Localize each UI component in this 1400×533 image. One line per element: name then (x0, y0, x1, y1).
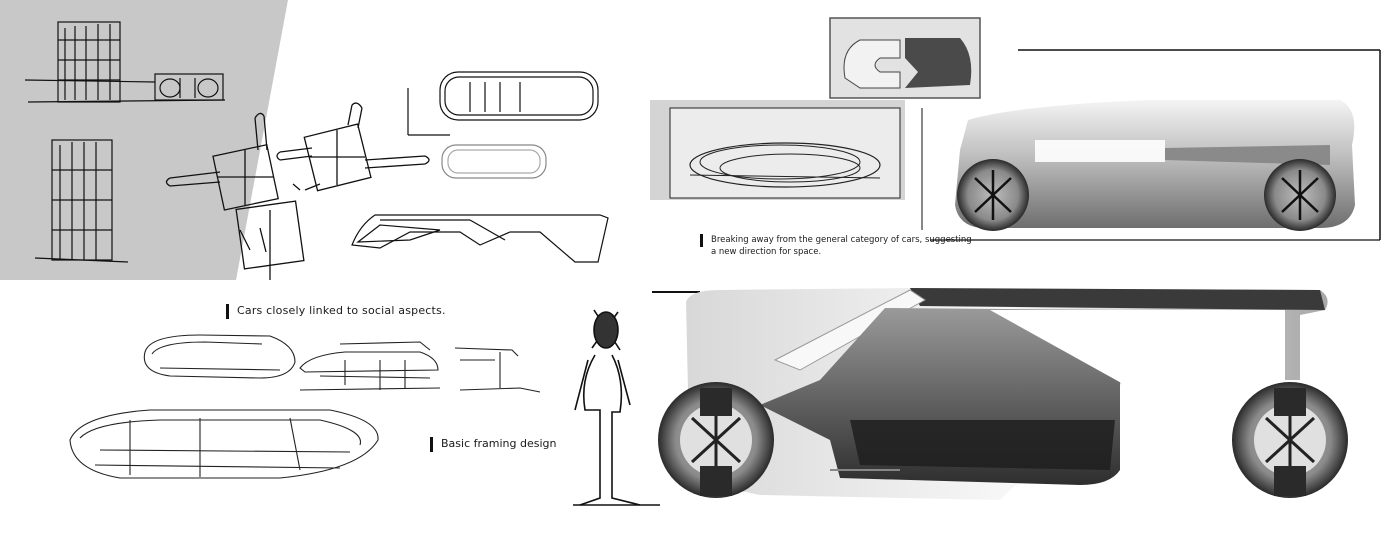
grey-background-panel (0, 0, 288, 280)
caption-text: Basic framing design (441, 437, 557, 450)
caption-text: Breaking away from the general category … (711, 235, 972, 257)
caption-social-aspects: Cars closely linked to social aspects. (226, 304, 446, 319)
vehicle-render-large (658, 288, 1348, 500)
caption-text: Cars closely linked to social aspects. (237, 304, 446, 317)
human-figure-sketch (573, 291, 700, 506)
vehicle-doodles-top (351, 71, 609, 263)
caption-marker (226, 304, 229, 319)
framing-sketches (69, 334, 541, 479)
caption-marker (700, 234, 703, 247)
caption-basic-framing: Basic framing design (430, 437, 556, 452)
modular-plan-sketch (165, 102, 430, 280)
caption-marker (430, 437, 433, 452)
reference-sketch-boxes (650, 17, 1381, 241)
building-sketches (24, 21, 226, 263)
caption-breaking-away: Breaking away from the general category … (700, 234, 972, 258)
vehicle-render-small (955, 100, 1355, 231)
